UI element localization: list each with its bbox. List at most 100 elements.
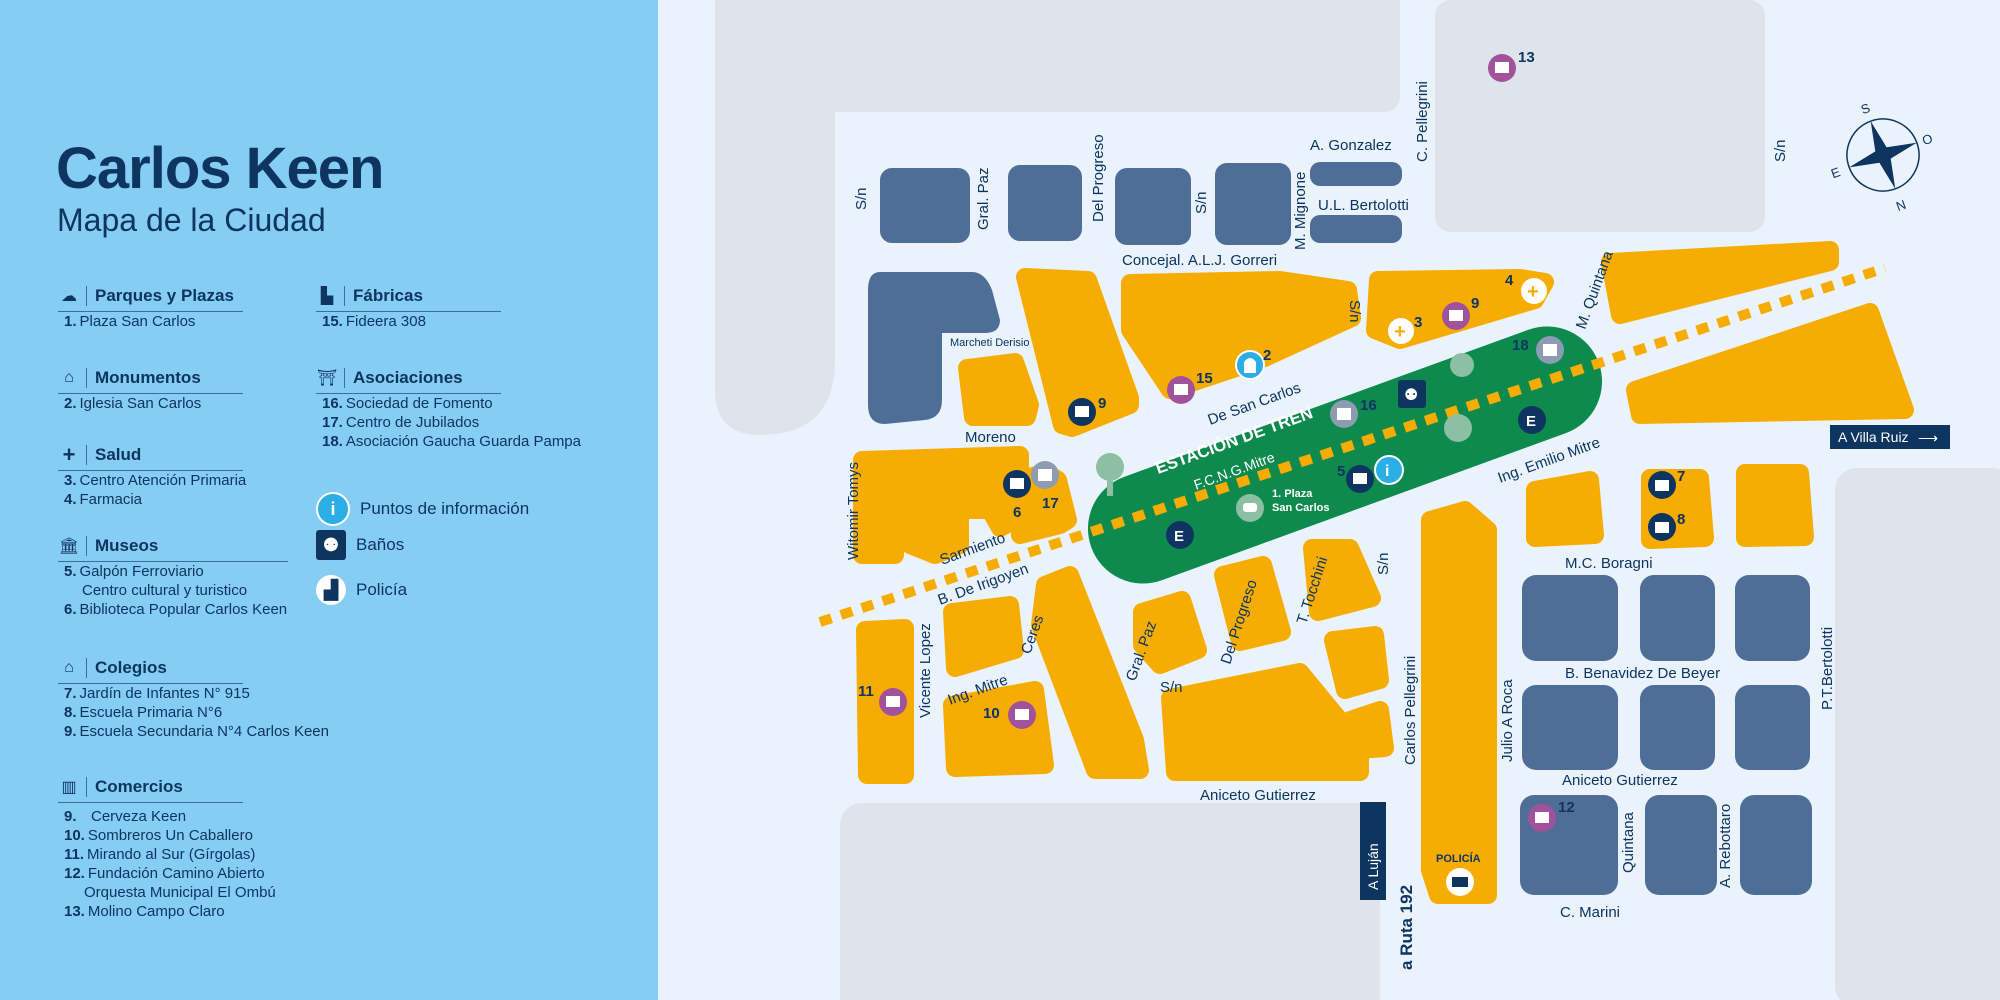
school-icon: ⌂ — [58, 658, 87, 678]
legend-item: 12.Fundación Camino Abierto — [64, 865, 265, 882]
svg-text:Marcheti Derisio: Marcheti Derisio — [950, 337, 1029, 349]
legend-item: 6.Biblioteca Popular Carlos Keen — [64, 601, 288, 618]
page-title: Carlos Keen — [56, 136, 384, 201]
svg-text:17: 17 — [1042, 495, 1059, 512]
svg-text:O: O — [1920, 131, 1935, 149]
legend-banos: ⚉Baños — [316, 530, 404, 560]
svg-text:E: E — [1174, 528, 1184, 545]
svg-text:Carlos Pellegrini: Carlos Pellegrini — [1402, 656, 1419, 765]
svg-text:M.C. Boragni: M.C. Boragni — [1565, 555, 1653, 572]
train-station-area — [1087, 326, 1603, 584]
marker-commerce-11[interactable]: 11 — [858, 683, 907, 716]
shop-icon: ▥ — [58, 777, 87, 797]
svg-text:A Villa Ruiz: A Villa Ruiz — [1838, 429, 1909, 445]
blocks-commercial — [853, 241, 1914, 904]
legend-item: 8.Escuela Primaria N°6 — [64, 704, 223, 721]
marker-factory-15[interactable]: 15 — [1167, 370, 1213, 404]
legend-item: 15.Fideera 308 — [322, 313, 426, 330]
map-markers: 13 9 15 2 +3 9 +4 18 16 ⚉ 5 i 6 17 7 8 1… — [858, 49, 1685, 832]
svg-text:Witomir Tomys: Witomir Tomys — [845, 462, 862, 560]
marker-association-16[interactable]: 16 — [1330, 397, 1377, 428]
marker-parking-e[interactable]: E — [1166, 521, 1194, 549]
svg-text:B. Benavidez De Beyer: B. Benavidez De Beyer — [1565, 665, 1720, 682]
tree-icon — [1096, 353, 1474, 496]
svg-text:2: 2 — [1263, 347, 1271, 364]
svg-text:⚉: ⚉ — [1404, 387, 1418, 404]
info-icon: i — [316, 492, 350, 526]
railway-track — [818, 263, 1887, 627]
marker-pharmacy-4[interactable]: +4 — [1505, 272, 1547, 304]
svg-text:M. Mignone: M. Mignone — [1292, 172, 1309, 250]
marker-parking-e[interactable]: E — [1518, 406, 1546, 434]
marker-health-3[interactable]: +3 — [1388, 314, 1422, 344]
page-subtitle: Mapa de la Ciudad — [57, 202, 326, 238]
svg-text:S/n: S/n — [1375, 552, 1392, 575]
legend-panel: Carlos Keen Mapa de la Ciudad ☁Parques y… — [0, 0, 658, 1000]
svg-text:+: + — [1394, 321, 1406, 343]
svg-text:13: 13 — [1518, 49, 1535, 66]
legend-section-museos: 🏛Museos 5.Galpón Ferroviario Centro cult… — [58, 533, 288, 619]
marker-plaza-1[interactable] — [1236, 494, 1264, 522]
monument-icon: ⌂ — [58, 368, 87, 388]
svg-text:S/n: S/n — [1193, 191, 1210, 214]
legend-item: 16.Sociedad de Fomento — [322, 395, 493, 412]
legend-item: 9.Escuela Secundaria N°4 Carlos Keen — [64, 723, 329, 740]
legend-section-monumentos: ⌂Monumentos 2.Iglesia San Carlos — [58, 365, 243, 413]
svg-text:10: 10 — [983, 705, 1000, 722]
marker-association-17[interactable]: 17 — [1031, 461, 1059, 512]
legend-item: Centro cultural y turistico — [82, 582, 248, 599]
svg-text:S/n: S/n — [853, 187, 870, 210]
svg-text:4: 4 — [1505, 272, 1514, 289]
legend-section-salud: +Salud 3.Centro Atención Primaria 4.Farm… — [58, 442, 246, 509]
legend-section-parques: ☁Parques y Plazas 1.Plaza San Carlos — [58, 283, 243, 331]
marker-commerce-9[interactable]: 9 — [1442, 295, 1479, 330]
marker-commerce-10[interactable]: 10 — [983, 701, 1036, 729]
blocks-residential — [868, 162, 1812, 895]
police-icon: ▟ — [316, 575, 346, 605]
marker-monument-2[interactable]: 2 — [1235, 347, 1271, 380]
legend-item: 11.Mirando al Sur (Gírgolas) — [64, 846, 256, 863]
marker-museum-6[interactable]: 6 — [1003, 470, 1031, 521]
legend-section-fabricas: ▙Fábricas 15.Fideera 308 — [316, 283, 501, 331]
marker-restroom[interactable]: ⚉ — [1398, 380, 1426, 408]
legend-item: 4.Farmacia — [64, 491, 143, 508]
svg-text:Aniceto Gutierrez: Aniceto Gutierrez — [1562, 772, 1678, 789]
marker-commerce-13[interactable]: 13 — [1488, 49, 1535, 82]
svg-text:Quintana: Quintana — [1620, 811, 1637, 873]
svg-text:3: 3 — [1414, 314, 1422, 331]
svg-text:15: 15 — [1196, 370, 1213, 387]
svg-text:18: 18 — [1512, 337, 1529, 354]
park-icon: ☁ — [58, 286, 87, 306]
association-icon: ⛩ — [316, 368, 345, 388]
sign-villa-ruiz: A Villa Ruiz ⟶ — [1830, 425, 1950, 449]
legend-item: Orquesta Municipal El Ombú — [84, 884, 276, 901]
svg-text:16: 16 — [1360, 397, 1377, 414]
legend-item: 1.Plaza San Carlos — [64, 313, 196, 330]
outer-areas — [715, 0, 2000, 1000]
marker-school-8[interactable]: 8 — [1648, 511, 1685, 541]
marker-museum-5[interactable]: 5 — [1337, 463, 1374, 493]
svg-text:5: 5 — [1337, 463, 1345, 480]
svg-text:12: 12 — [1558, 799, 1575, 816]
svg-text:Aniceto Gutierrez: Aniceto Gutierrez — [1200, 787, 1316, 804]
svg-text:S/n: S/n — [1772, 139, 1789, 162]
marker-school-9[interactable]: 9 — [1068, 395, 1106, 426]
restroom-icon: ⚉ — [316, 530, 346, 560]
marker-school-7[interactable]: 7 — [1648, 468, 1685, 499]
svg-text:i: i — [1385, 463, 1389, 480]
svg-text:P.T.Bertolotti: P.T.Bertolotti — [1819, 627, 1836, 710]
svg-text:Del Progreso: Del Progreso — [1090, 134, 1107, 222]
plaza-label: 1. Plaza — [1272, 488, 1313, 500]
police-icon-glyph — [1452, 877, 1468, 887]
marker-commerce-12[interactable]: 12 — [1528, 799, 1575, 832]
factory-icon: ▙ — [316, 286, 345, 306]
marker-association-18[interactable]: 18 — [1512, 336, 1564, 364]
svg-text:Vicente Lopez: Vicente Lopez — [917, 623, 934, 718]
legend-item: 5.Galpón Ferroviario — [64, 563, 204, 580]
svg-text:8: 8 — [1677, 511, 1685, 528]
svg-text:E: E — [1526, 413, 1536, 430]
legend-policia: ▟Policía — [316, 575, 407, 605]
marker-info[interactable]: i — [1374, 455, 1404, 485]
